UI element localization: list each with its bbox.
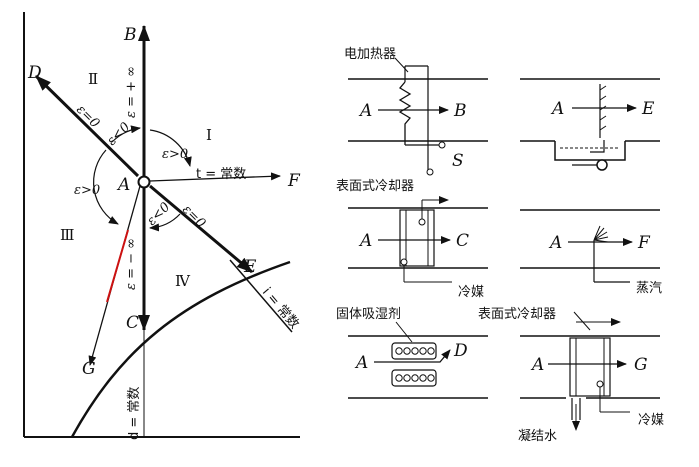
state-point-A <box>137 175 151 189</box>
desiccant-bed-lower <box>391 369 437 387</box>
arc-region-I <box>149 129 192 167</box>
cooler1-coolant: 冷媒 <box>458 285 484 300</box>
eps-gt0-upper: ε>0 <box>162 147 188 162</box>
id-diagram: B D A F E C G Ⅱ Ⅰ Ⅲ Ⅳ ε = + ∞ ε = − ∞ ε=… <box>23 12 302 440</box>
region-III: Ⅲ <box>60 226 74 244</box>
cooler-coil-1 <box>399 209 435 267</box>
label-E: E <box>243 257 257 277</box>
heater-label-S: S <box>452 151 464 171</box>
spray-label-A: A <box>550 99 564 119</box>
region-IV: Ⅳ <box>175 272 191 290</box>
label-A: A <box>116 175 130 195</box>
saturation-curve <box>70 260 291 438</box>
cooler2-label-A: A <box>530 355 544 375</box>
steam-label-F: F <box>637 233 651 253</box>
heater-label-A: A <box>358 101 372 121</box>
i-const-label: i = 常数 <box>259 285 302 332</box>
eps-zero-lower: ε=0 <box>179 202 208 231</box>
desiccant-title: 固体吸湿剂 <box>336 307 401 322</box>
pump-icon <box>596 159 608 171</box>
spray-label-E: E <box>641 99 655 119</box>
red-highlight-line <box>106 229 129 303</box>
cooler2-title: 表面式冷却器 <box>478 307 556 322</box>
label-C: C <box>126 313 139 333</box>
eps-zero-upper: ε=0 <box>73 102 102 131</box>
panel-steam: A F 蒸汽 <box>520 209 662 296</box>
eps-lt0-upper: ε<0 <box>104 120 133 149</box>
region-II: Ⅱ <box>88 70 98 88</box>
label-F: F <box>287 171 301 191</box>
cooler2-coolant: 冷媒 <box>638 413 664 428</box>
t-const-label: t = 常数 <box>196 167 246 182</box>
steam-spray <box>593 225 609 243</box>
eps-plus-inf: ε = + ∞ <box>124 66 139 118</box>
desiccant-label-A: A <box>354 353 368 373</box>
cooler-coil-2 <box>569 337 611 397</box>
label-G: G <box>82 359 96 379</box>
eps-lt0-lower: ε<0 <box>144 200 173 229</box>
eps-minus-inf: ε = − ∞ <box>124 238 139 290</box>
cooler2-condensate: 凝结水 <box>518 428 557 444</box>
steam-label: 蒸汽 <box>636 281 662 296</box>
cooler2-label-G: G <box>634 355 648 375</box>
spray-basin <box>554 141 626 161</box>
desiccant-label-D: D <box>453 341 468 361</box>
cooler1-label-A: A <box>358 231 372 251</box>
arc-region-III <box>93 149 119 225</box>
panel-water-spray: A E <box>520 78 660 171</box>
eps-gt0-left: ε>0 <box>74 183 100 198</box>
heater-coil <box>398 81 412 145</box>
heater-label-B: B <box>453 101 467 121</box>
heater-title: 电加热器 <box>344 47 396 62</box>
region-I: Ⅰ <box>206 126 212 144</box>
panel-desiccant: 固体吸湿剂 A D <box>336 307 488 399</box>
panel-surface-cooler-1: 表面式冷却器 A C 冷媒 <box>336 179 488 300</box>
cooler1-label-C: C <box>456 231 469 251</box>
arc-region-IV <box>149 213 181 232</box>
cooler1-title: 表面式冷却器 <box>336 179 414 194</box>
steam-label-A: A <box>548 233 562 253</box>
label-B: B <box>123 25 137 45</box>
desiccant-bed-upper <box>391 342 437 360</box>
d-const-label: d = 常数 <box>127 387 142 440</box>
panel-electric-heater: 电加热器 A B S <box>344 47 488 176</box>
line-A-F <box>149 172 281 182</box>
label-D: D <box>27 63 42 83</box>
panel-surface-cooler-2: 表面式冷却器 A G 冷媒 凝结水 <box>478 307 664 444</box>
line-A-E <box>149 184 253 274</box>
arc-region-II <box>111 125 141 143</box>
line-A-D <box>34 74 140 178</box>
